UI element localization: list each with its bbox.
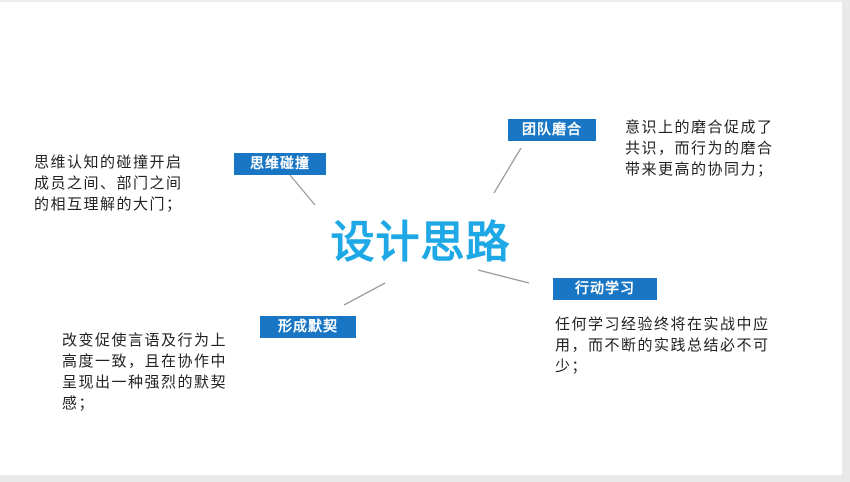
- note-team: 意识上的磨合促成了 共识，而行为的磨合 带来更高的协同力；: [625, 118, 774, 178]
- note-thinking: 思维认知的碰撞开启 成员之间、部门之间 的相互理解的大门；: [34, 153, 183, 213]
- tag-team: 团队磨合: [508, 119, 596, 141]
- tag-thinking: 思维碰撞: [234, 153, 326, 175]
- connector-action: [477, 269, 530, 284]
- note-action: 任何学习经验终将在实战中应 用，而不断的实践总结必不可 少；: [555, 315, 770, 375]
- slide-top-edge: [0, 0, 850, 2]
- slide-right-edge: [842, 0, 850, 482]
- note-tacit: 改变促使言语及行为上 高度一致，且在协作中 呈现出一种强烈的默契 感；: [62, 331, 228, 412]
- tag-action: 行动学习: [553, 278, 657, 300]
- center-title: 设计思路: [330, 217, 511, 268]
- connector-tacit: [343, 282, 386, 306]
- tag-tacit: 形成默契: [260, 316, 356, 338]
- slide-bottom-edge: [0, 475, 850, 482]
- connector-team: [493, 147, 522, 194]
- connector-thinking: [289, 174, 316, 206]
